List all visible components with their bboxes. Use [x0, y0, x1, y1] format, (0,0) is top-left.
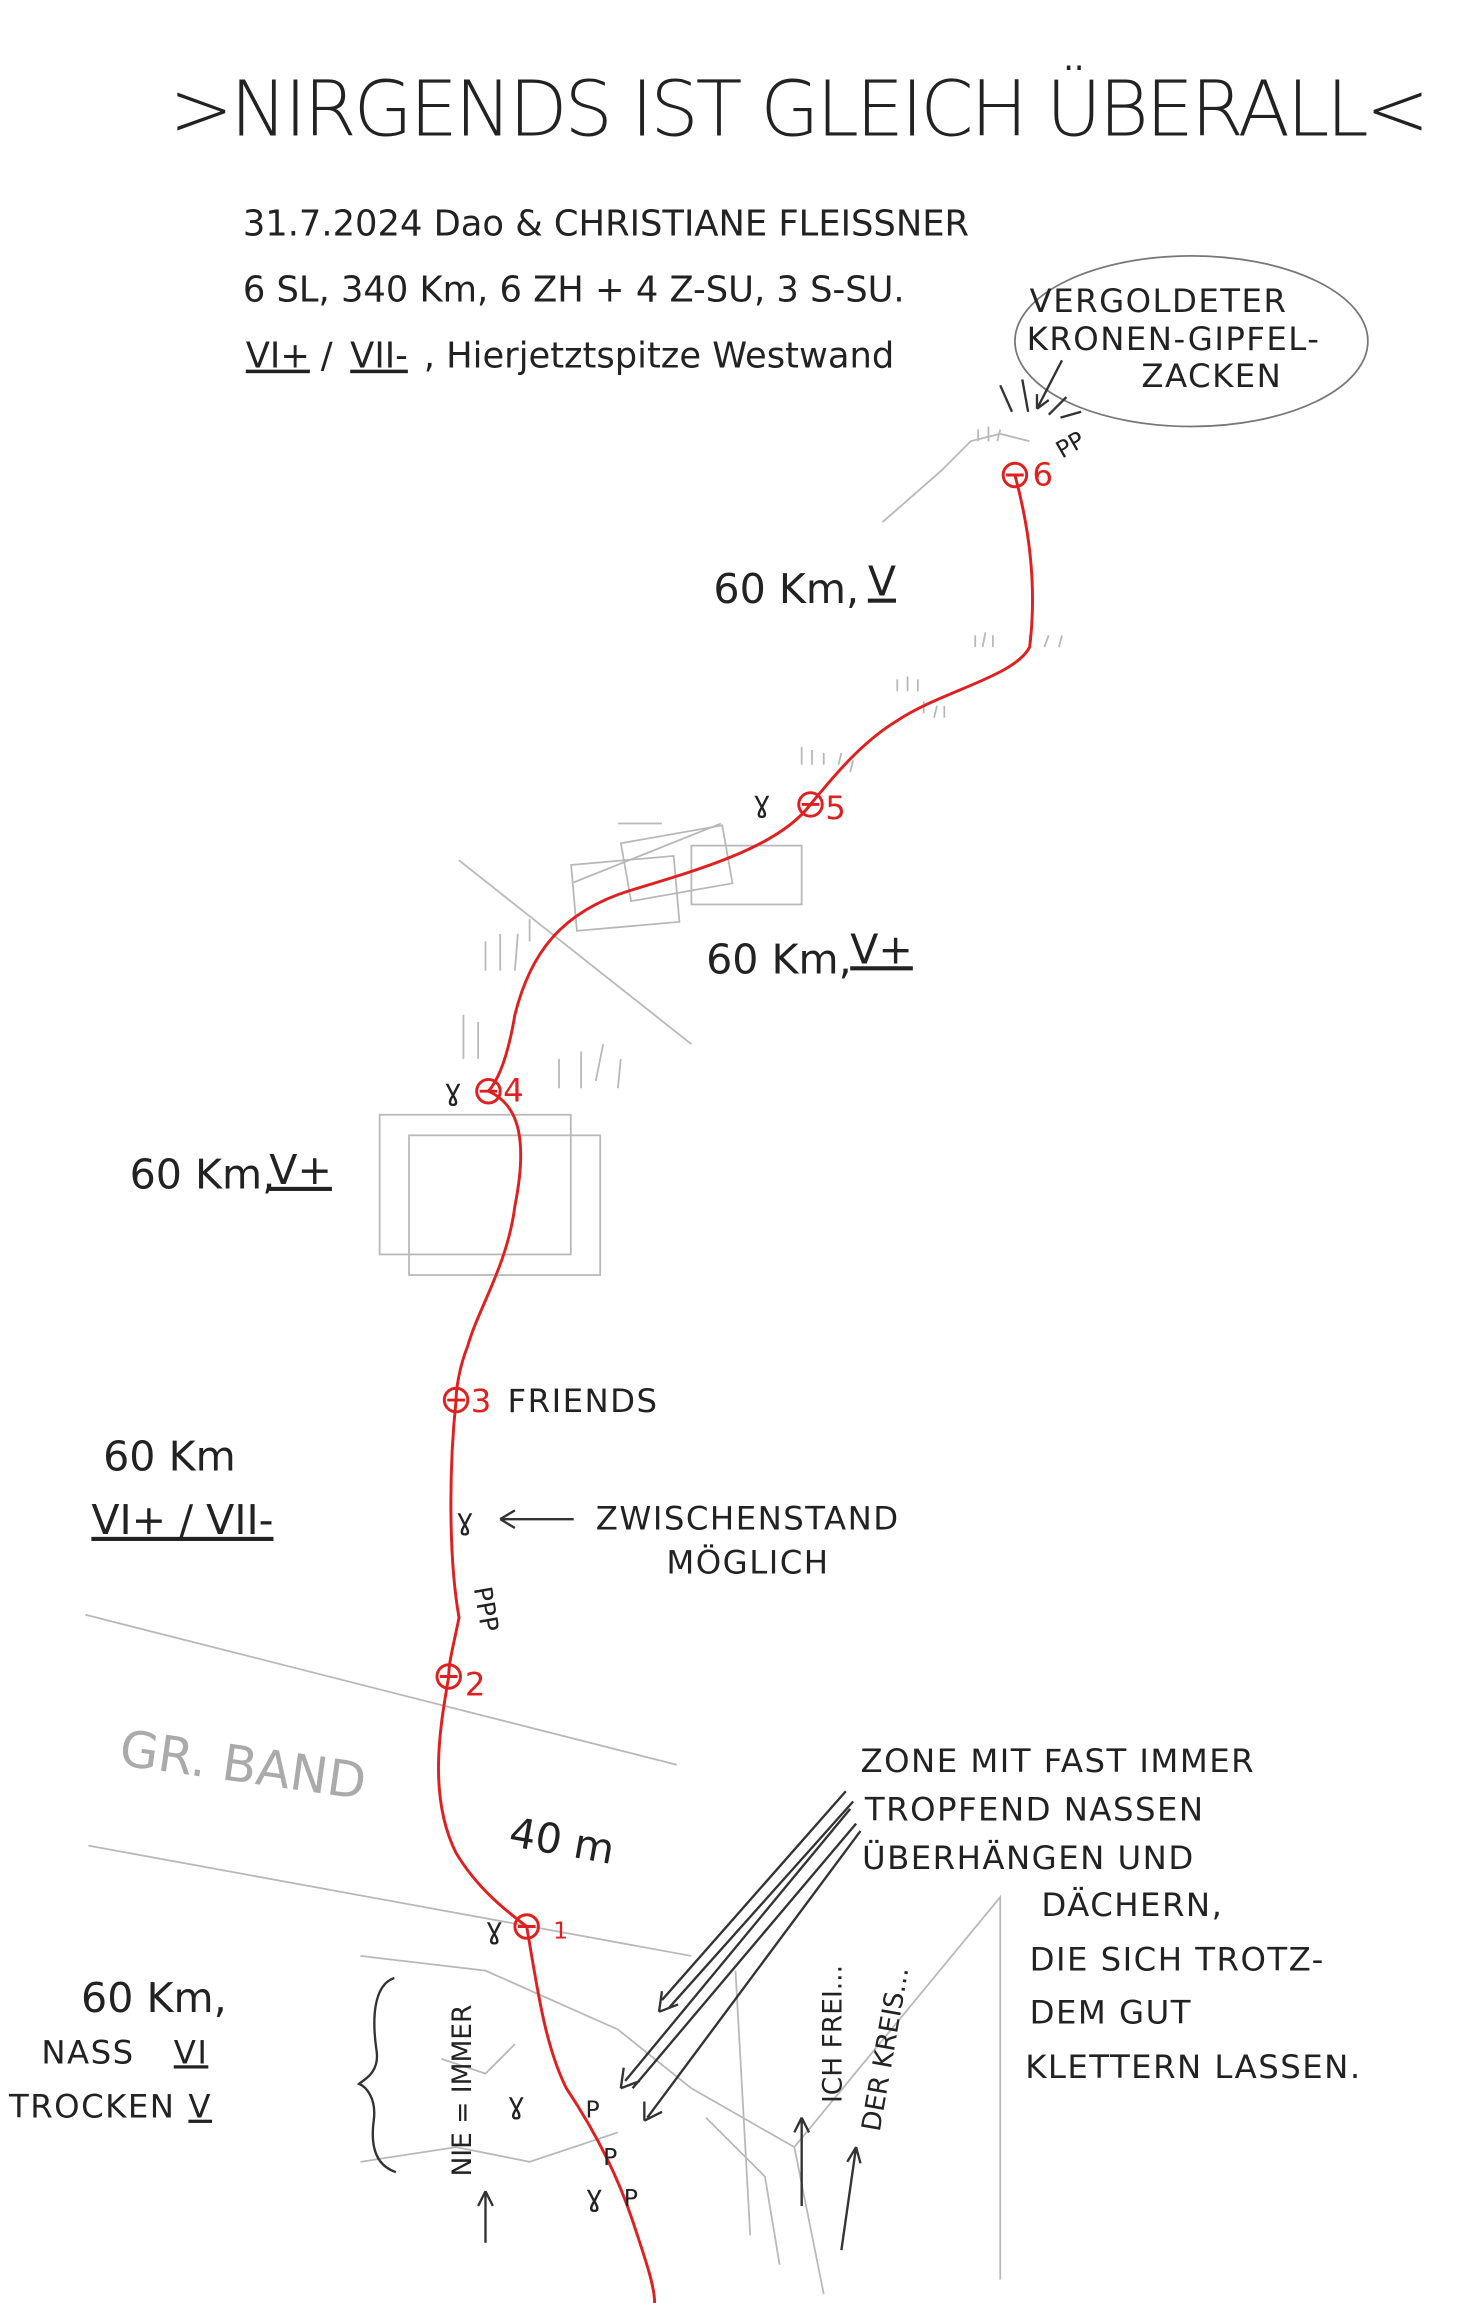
route-line — [437, 474, 1034, 2303]
note-line: DEM GUT — [1030, 1994, 1192, 2032]
arrow-left-icon — [499, 1509, 574, 1529]
arrow-icon — [619, 1808, 857, 2090]
belay-number: 5 — [825, 789, 846, 827]
pitch-label-5: 60 Km, V+ — [706, 925, 913, 983]
arrow-up-icon — [793, 2117, 811, 2206]
bolt-icon: ɣ — [456, 1502, 474, 1536]
neighbour-route-label: DER KREIS... — [856, 1965, 915, 2134]
summit-note-bubble: VERGOLDETER KRONEN-GIPFEL- ZACKEN — [1014, 255, 1369, 428]
summit-rays — [999, 379, 1082, 419]
note-line: ÜBERHÄNGEN UND — [862, 1839, 1195, 1877]
neighbour-route-label: NIE = IMMER — [447, 2005, 478, 2177]
route-wall: , Hierjetztspitze Westwand — [424, 336, 895, 377]
wet-label: NASS — [41, 2033, 134, 2071]
grade-2: VII- — [350, 336, 408, 377]
zone-note: ZONE MIT FAST IMMER TROPFEND NASSEN ÜBER… — [619, 1742, 1361, 2122]
grade-1: VI+ — [246, 336, 310, 377]
arrow-icon — [643, 1830, 862, 2122]
band-label: GR. BAND — [116, 1719, 370, 1811]
piton-mark: P — [603, 2143, 617, 2171]
belay-number: 4 — [503, 1071, 524, 1109]
rock-sketch — [85, 426, 1063, 2295]
belay-3-note: FRIENDS — [508, 1382, 659, 1420]
arrow-icon — [657, 1790, 855, 2013]
belay-6: 6 — [1001, 455, 1054, 493]
note-line: MÖGLICH — [666, 1544, 829, 1582]
grade-sep: / — [321, 336, 333, 377]
intermediate-belay-note: ZWISCHENSTAND MÖGLICH — [499, 1499, 900, 1582]
pitch-label-1: 60 Km, NASS VI TROCKEN V — [8, 1974, 227, 2126]
pitch-grade: V+ — [269, 1146, 332, 1194]
piton-mark: P — [585, 2096, 599, 2124]
piton-mark: P — [624, 2184, 638, 2212]
note-line: DIE SICH TROTZ- — [1030, 1941, 1325, 1979]
dry-grade: V — [188, 2088, 212, 2126]
belay-2: 2 — [435, 1663, 486, 1704]
summit-note-line: VERGOLDETER — [1030, 282, 1288, 320]
note-line: KLETTERN LASSEN. — [1025, 2048, 1361, 2086]
pitch-label-3: 60 Km VI+ / VII- — [91, 1433, 273, 1544]
route-grade-line: VI+ / VII- , Hierjetztspitze Westwand — [246, 336, 894, 377]
belay-number: 1 — [553, 1916, 568, 1944]
note-line: ZWISCHENSTAND — [596, 1499, 900, 1537]
pitch-length: 60 Km, — [81, 1974, 227, 2022]
pitch-label-4: 60 Km, V+ — [130, 1146, 332, 1198]
pitch-grade: V+ — [850, 925, 913, 973]
summit-note-line: KRONEN-GIPFEL- — [1027, 320, 1321, 358]
bolt-icon: ɣ — [585, 2179, 603, 2213]
note-line: TROPFEND NASSEN — [864, 1791, 1205, 1829]
topo-title: >NIRGENDS IST GLEICH ÜBERALL< — [169, 65, 1434, 154]
wet-grade: VI — [174, 2033, 209, 2071]
summit-note-line: ZACKEN — [1141, 357, 1282, 395]
pitch-grade: VI+ / VII- — [91, 1496, 273, 1544]
pitons-pitch-2: PPP — [468, 1584, 504, 1634]
bolt-marks: ɣ ɣ ɣ ɣ ɣ ɣ — [444, 785, 770, 2213]
belay-number: 2 — [465, 1666, 486, 1704]
pitch-label-2-length: 40 m — [506, 1808, 618, 1874]
note-line: ZONE MIT FAST IMMER — [861, 1742, 1256, 1780]
pitch-label-6: 60 Km, V — [713, 558, 896, 613]
summit-pitons: PP — [1051, 426, 1090, 464]
belay-number: 3 — [471, 1382, 492, 1420]
pitch-length: 60 Km, — [713, 565, 859, 613]
dry-label: TROCKEN — [8, 2088, 175, 2126]
arrow-up-icon — [477, 2190, 494, 2243]
pitch-length: 60 Km, — [706, 936, 852, 984]
belay-3: 3 — [442, 1382, 492, 1420]
neighbour-route-label: ICH FREI... — [817, 1965, 848, 2103]
date-and-climbers: 31.7.2024 Dao & CHRISTIANE FLEISSNER — [243, 203, 969, 244]
note-line: DÄCHERN, — [1041, 1886, 1223, 1924]
pitch-length: 60 Km — [103, 1433, 236, 1481]
arrow-up-icon — [840, 2146, 862, 2251]
bolt-icon: ɣ — [508, 2086, 526, 2120]
bolt-icon: ɣ — [753, 785, 771, 819]
belay-5: 5 — [797, 789, 846, 827]
pitch-grade: V — [868, 558, 896, 606]
belay-1: 1 — [513, 1913, 568, 1944]
bolt-icon: ɣ — [485, 1911, 503, 1945]
pitch-length: 60 Km, — [130, 1150, 276, 1198]
zone-bracket — [356, 1976, 397, 2174]
bolt-icon: ɣ — [444, 1073, 462, 1107]
belay-number: 6 — [1033, 455, 1054, 493]
arrow-icon — [1035, 359, 1064, 410]
route-stats: 6 SL, 340 Km, 6 ZH + 4 Z-SU, 3 S-SU. — [243, 269, 905, 310]
belay-4: 4 — [475, 1071, 524, 1109]
